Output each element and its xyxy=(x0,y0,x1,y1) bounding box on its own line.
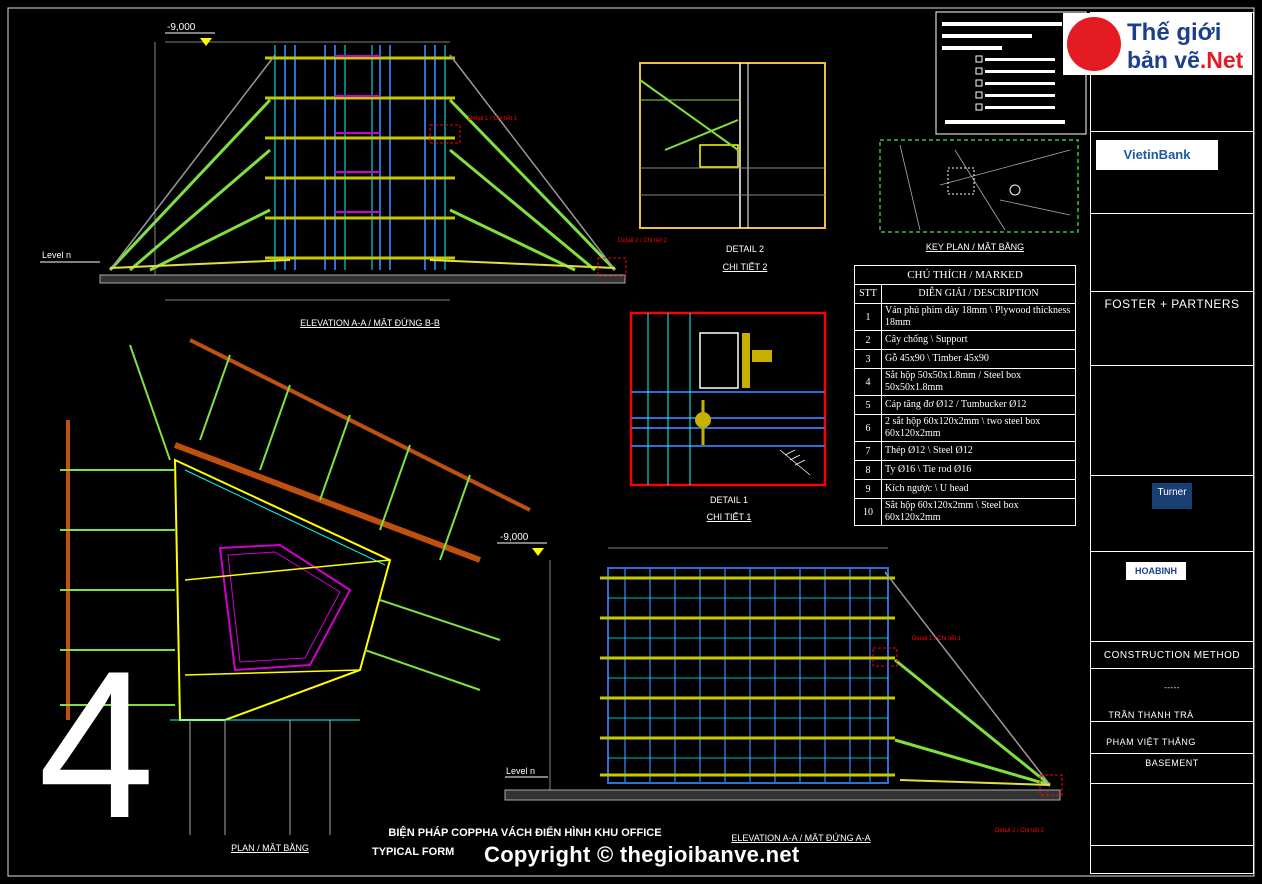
vietinbank-logo: VietinBank xyxy=(1096,140,1218,170)
detail-1-view xyxy=(629,311,827,487)
caption-detail1: DETAIL 1 xyxy=(709,495,748,505)
logo-line2: bản vẽ.Net xyxy=(1127,47,1243,74)
tb-foster: FOSTER + PARTNERS xyxy=(1104,297,1240,311)
logo-line2-text: bản vẽ xyxy=(1127,47,1200,73)
caption-plan: PLAN / MẶT BẰNG xyxy=(231,843,309,853)
legend-row-desc: Cây chống \ Support xyxy=(885,334,968,345)
elevation-bb xyxy=(99,41,627,301)
legend-row-desc: 2 sắt hộp 60x120x2mm \ two steel box 60x… xyxy=(885,416,1041,439)
legend-row-num: 1 xyxy=(855,304,882,330)
legend-row-num: 3 xyxy=(855,350,882,368)
sheet-number: 4 xyxy=(38,627,155,862)
legend-row-num: 2 xyxy=(855,331,882,349)
level-left: Level n xyxy=(42,250,71,260)
title-block: FOSTER + PARTNERS CONSTRUCTION METHOD --… xyxy=(1090,12,1254,874)
legend-row-num: 4 xyxy=(855,369,882,395)
legend-row-num: 8 xyxy=(855,461,882,479)
main-title-vn: BIỆN PHÁP COPPHA VÁCH ĐIỂN HÌNH KHU OFFI… xyxy=(388,827,662,839)
tb-person1: TRẦN THANH TRÀ xyxy=(1108,710,1194,720)
caption-elevation-aa: ELEVATION A-A / MẶT ĐỨNG A-A xyxy=(731,833,871,843)
legend-row-desc: Ván phủ phim dày 18mm \ Plywood thicknes… xyxy=(885,305,1071,328)
key-plan xyxy=(879,139,1079,233)
legend-col-stt: STT xyxy=(855,285,882,303)
legend-col-desc: DIỄN GIẢI / DESCRIPTION xyxy=(918,288,1039,299)
legend-row-num: 9 xyxy=(855,480,882,498)
house-icon xyxy=(1067,17,1121,71)
logo-line1: Thế giới xyxy=(1127,19,1222,46)
legend-row-num: 5 xyxy=(855,396,882,414)
legend-title: CHÚ THÍCH / MARKED xyxy=(855,266,1075,285)
caption-keyplan: KEY PLAN / MẶT BẰNG xyxy=(925,242,1025,252)
site-logo: Thế giới bản vẽ.Net xyxy=(1063,13,1252,75)
level-markers xyxy=(200,38,544,556)
caption-detail2: DETAIL 2 xyxy=(725,244,764,254)
tb-method: CONSTRUCTION METHOD xyxy=(1103,650,1241,661)
detail-2-view xyxy=(639,62,826,229)
legend-row-desc: Kích ngược \ U head xyxy=(885,483,969,494)
turner-logo: Turner xyxy=(1152,483,1192,509)
level-right: Level n xyxy=(506,766,535,776)
caption-elevation-bb: ELEVATION A-A / MẶT ĐỨNG B-B xyxy=(300,318,440,328)
drawing-border xyxy=(7,7,1255,877)
legend-row-num: 6 xyxy=(855,415,882,441)
callout-detail2-bottom: Detail 2 / Chi tiết 2 xyxy=(995,828,1045,834)
callout-detail1-bottom: Detail 1 / Chi tiết 1 xyxy=(912,636,962,642)
logo-line2-suffix: .Net xyxy=(1199,47,1244,73)
legend-row-desc: Cáp tăng đơ Ø12 / Tumbucker Ø12 xyxy=(885,399,1027,410)
legend-row-desc: Thép Ø12 \ Steel Ø12 xyxy=(885,445,973,456)
watermark: Copyright © thegioibanve.net xyxy=(484,842,800,867)
legend-row-desc: Sắt hộp 50x50x1.8mm / Steel box 50x50x1.… xyxy=(885,370,1022,393)
caption-detail1-vn: CHI TIẾT 1 xyxy=(706,512,752,522)
legend-row-num: 10 xyxy=(855,499,882,525)
callout-detail1-top: Detail 1 / Chi tiết 1 xyxy=(468,116,518,122)
plan-view xyxy=(60,338,531,835)
tb-person2: PHẠM VIỆT THẮNG xyxy=(1106,737,1196,747)
caption-detail2-vn: CHI TIẾT 2 xyxy=(722,262,768,272)
tb-location: BASEMENT xyxy=(1145,758,1199,768)
elevation-aa xyxy=(504,547,1063,801)
legend-row-num: 7 xyxy=(855,442,882,460)
callout-detail2-top: Detail 2 / Chi tiết 2 xyxy=(618,238,668,244)
legend-row-desc: Gỗ 45x90 \ Timber 45x90 xyxy=(885,353,989,364)
legend-row-desc: Ty Ø16 \ Tie rod Ø16 xyxy=(885,464,972,475)
level-top-right: -9,000 xyxy=(500,532,529,543)
legend-header: STT DIỄN GIẢI / DESCRIPTION xyxy=(855,285,1075,304)
legend-row-desc: Sắt hộp 60x120x2mm \ Steel box 60x120x2m… xyxy=(885,500,1019,523)
level-top-left: -9,000 xyxy=(167,22,196,33)
main-title-en: TYPICAL FORM xyxy=(372,846,455,858)
tb-dots: ----- xyxy=(1164,683,1180,692)
hoabinh-logo: HOABINH xyxy=(1126,562,1186,580)
legend-table: CHÚ THÍCH / MARKED STT DIỄN GIẢI / DESCR… xyxy=(854,265,1076,526)
